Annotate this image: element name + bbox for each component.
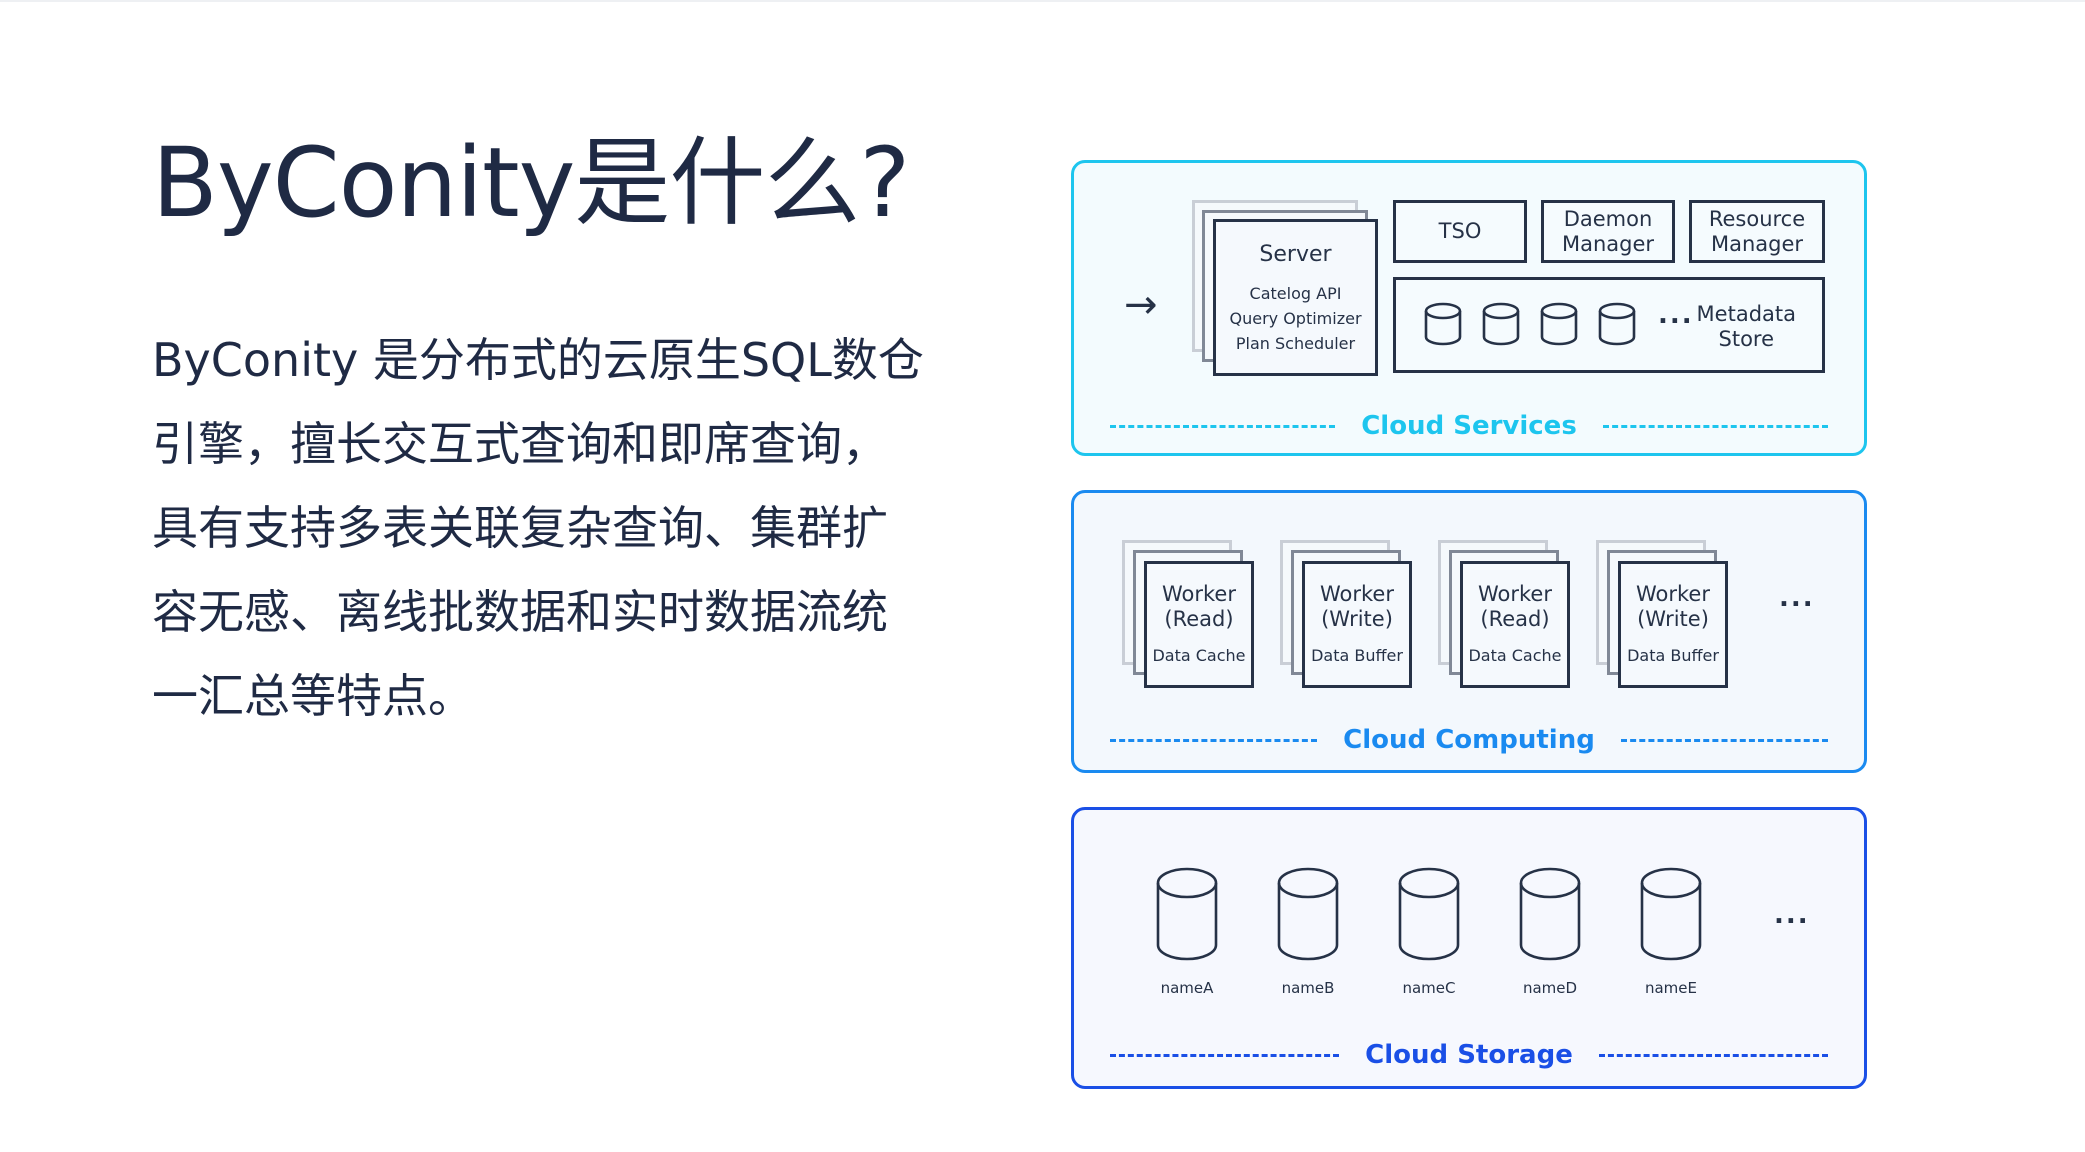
cloud-services-label: Cloud Services <box>1361 411 1577 441</box>
daemon-manager-label: Manager <box>1561 231 1655 256</box>
worker-mode: (Read) <box>1480 607 1550 631</box>
server-card: Server Catelog API Query Optimizer Plan … <box>1213 219 1378 376</box>
database-icon <box>1519 867 1581 961</box>
dashed-line <box>1620 738 1828 742</box>
daemon-manager-box: Daemon Manager <box>1541 200 1675 263</box>
dashed-line <box>1110 424 1336 428</box>
slide-description: ByConity 是分布式的云原生SQL数仓 引擎，擅长交互式查询和即席查询， … <box>152 318 952 738</box>
metadata-store-label-line: Store <box>1718 327 1775 351</box>
worker-mode: (Write) <box>1321 607 1393 631</box>
dashed-line <box>1110 738 1318 742</box>
worker-subtitle: Data Buffer <box>1311 646 1403 665</box>
dashed-line <box>1602 424 1828 428</box>
worker-mode: (Write) <box>1637 607 1709 631</box>
worker-title: Worker <box>1320 582 1394 606</box>
database-icon <box>1277 867 1339 961</box>
storage-bucket-name: nameC <box>1402 979 1456 997</box>
database-icon <box>1398 867 1460 961</box>
server-component: Plan Scheduler <box>1235 334 1356 353</box>
storage-bucket-name: nameA <box>1160 979 1214 997</box>
dashed-line <box>1598 1053 1829 1057</box>
storage-bucket: nameE <box>1626 865 1716 997</box>
worker-subtitle: Data Buffer <box>1627 646 1719 665</box>
cloud-services-panel: → Server Catelog API Query Optimizer Pla… <box>1071 160 1867 456</box>
description-line: ByConity 是分布式的云原生SQL数仓 <box>152 333 924 387</box>
cloud-storage-footer: Cloud Storage <box>1110 1040 1829 1070</box>
cloud-computing-panel: Worker (Read) Data Cache Worker (Write) … <box>1071 490 1867 773</box>
server-component: Catelog API <box>1249 284 1342 303</box>
tso-box: TSO <box>1393 200 1527 263</box>
server-component: Query Optimizer <box>1229 309 1362 328</box>
storage-bucket-name: nameE <box>1644 979 1698 997</box>
database-icon <box>1482 302 1520 346</box>
database-icon <box>1424 302 1462 346</box>
slide-title: ByConity是什么? <box>152 127 910 239</box>
storage-bucket-name: nameB <box>1281 979 1335 997</box>
metadata-store-label-line: Metadata <box>1696 302 1796 326</box>
worker-card: Worker (Read) Data Cache <box>1460 561 1570 688</box>
cloud-storage-label: Cloud Storage <box>1365 1040 1573 1070</box>
top-divider <box>0 0 2085 2</box>
database-icon <box>1640 867 1702 961</box>
resource-manager-label: Resource <box>1708 206 1806 231</box>
worker-subtitle: Data Cache <box>1152 646 1246 665</box>
worker-card: Worker (Write) Data Buffer <box>1302 561 1412 688</box>
database-icon <box>1598 302 1636 346</box>
daemon-manager-label: Daemon <box>1563 206 1653 231</box>
metadata-ellipsis: ... <box>1658 300 1694 330</box>
description-line: 一汇总等特点。 <box>152 669 474 723</box>
worker-card: Worker (Read) Data Cache <box>1144 561 1254 688</box>
cloud-computing-footer: Cloud Computing <box>1110 725 1828 755</box>
worker-title: Worker <box>1478 582 1552 606</box>
description-line: 具有支持多表关联复杂查询、集群扩 <box>152 501 888 555</box>
storage-bucket: nameC <box>1384 865 1474 997</box>
arrow-right-icon: → <box>1124 282 1158 328</box>
tso-label: TSO <box>1438 219 1482 243</box>
metadata-db-icons <box>1424 302 1636 346</box>
database-icon <box>1156 867 1218 961</box>
worker-title: Worker <box>1636 582 1710 606</box>
metadata-store-box: ... Metadata Store <box>1393 277 1825 373</box>
storage-bucket: nameA <box>1142 865 1232 997</box>
storage-bucket: nameB <box>1263 865 1353 997</box>
resource-manager-box: Resource Manager <box>1689 200 1825 263</box>
metadata-store-label: Metadata Store <box>1697 302 1796 352</box>
cloud-storage-panel: nameA nameB nameC na <box>1071 807 1867 1089</box>
storage-bucket-name: nameD <box>1522 979 1578 997</box>
database-icon <box>1540 302 1578 346</box>
storage-ellipsis: ... <box>1774 900 1810 930</box>
cloud-computing-label: Cloud Computing <box>1343 725 1595 755</box>
description-line: 容无感、离线批数据和实时数据流统 <box>152 585 888 639</box>
worker-mode: (Read) <box>1164 607 1234 631</box>
dashed-line <box>1110 1053 1340 1057</box>
server-components: Catelog API Query Optimizer Plan Schedul… <box>1216 281 1375 356</box>
storage-bucket: nameD <box>1505 865 1595 997</box>
worker-card: Worker (Write) Data Buffer <box>1618 561 1728 688</box>
worker-subtitle: Data Cache <box>1468 646 1562 665</box>
workers-ellipsis: ... <box>1779 583 1815 613</box>
description-line: 引擎，擅长交互式查询和即席查询， <box>152 417 888 471</box>
server-title: Server <box>1259 242 1332 267</box>
resource-manager-label: Manager <box>1710 231 1804 256</box>
worker-title: Worker <box>1162 582 1236 606</box>
cloud-services-footer: Cloud Services <box>1110 411 1828 441</box>
